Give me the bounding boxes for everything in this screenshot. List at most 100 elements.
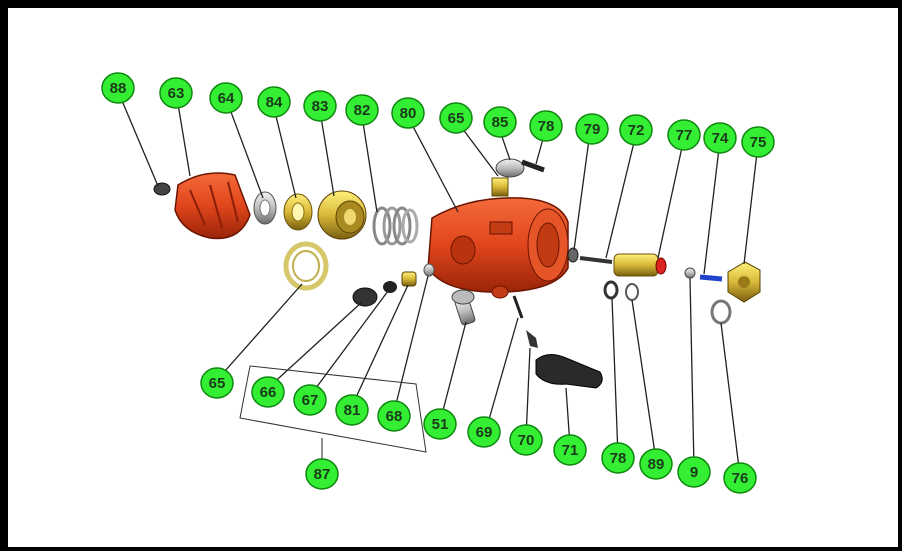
callout-circle bbox=[601, 442, 635, 474]
callout-circle bbox=[439, 102, 473, 134]
callout-9: 9 bbox=[677, 456, 711, 488]
callout-80: 80 bbox=[391, 97, 425, 129]
callout-circle bbox=[159, 77, 193, 109]
callout-number: 70 bbox=[518, 432, 535, 449]
callout-number: 63 bbox=[168, 85, 185, 102]
callout-number: 64 bbox=[218, 90, 235, 107]
part-81-brass-bush bbox=[401, 271, 417, 287]
callout-number: 66 bbox=[260, 384, 277, 401]
callout-number: 85 bbox=[492, 114, 509, 131]
callout-circle bbox=[553, 434, 587, 466]
callout-89: 89 bbox=[639, 448, 673, 480]
callout-circle bbox=[723, 462, 757, 494]
callout-76: 76 bbox=[723, 462, 757, 494]
callout-circle bbox=[200, 367, 234, 399]
callout-circle bbox=[377, 400, 411, 432]
callout-75: 75 bbox=[741, 126, 775, 158]
callout-circle bbox=[391, 97, 425, 129]
part-77-brass-valve bbox=[613, 253, 667, 277]
callout-85: 85 bbox=[483, 106, 517, 138]
part-75-brass-fitting bbox=[727, 261, 761, 303]
callout-number: 88 bbox=[110, 80, 127, 97]
callout-circle bbox=[423, 408, 457, 440]
callout-78: 78 bbox=[601, 442, 635, 474]
callout-number: 74 bbox=[712, 130, 729, 147]
part-67-nut bbox=[383, 281, 397, 293]
callout-circle bbox=[509, 424, 543, 456]
callout-number: 87 bbox=[314, 466, 331, 483]
callout-69: 69 bbox=[467, 416, 501, 448]
callout-number: 72 bbox=[628, 122, 645, 139]
callout-circle bbox=[639, 448, 673, 480]
callout-circle bbox=[209, 82, 243, 114]
callout-circle bbox=[345, 94, 379, 126]
part-69-pin bbox=[512, 295, 524, 319]
callout-67: 67 bbox=[293, 384, 327, 416]
callout-number: 81 bbox=[344, 402, 361, 419]
callout-circle bbox=[303, 90, 337, 122]
callout-number: 80 bbox=[400, 105, 417, 122]
part-84-brass-nut bbox=[283, 193, 313, 231]
callout-77: 77 bbox=[667, 119, 701, 151]
callout-64: 64 bbox=[209, 82, 243, 114]
callout-84: 84 bbox=[257, 86, 291, 118]
callout-70: 70 bbox=[509, 424, 543, 456]
callout-circle bbox=[483, 106, 517, 138]
part-89-o-ring bbox=[625, 283, 639, 301]
callout-83: 83 bbox=[303, 90, 337, 122]
part-70-pin bbox=[526, 330, 538, 348]
kit-87-group-box bbox=[239, 365, 427, 462]
callout-number: 78 bbox=[538, 118, 555, 135]
callout-87: 87 bbox=[305, 458, 339, 490]
callout-circle bbox=[293, 384, 327, 416]
callout-circle bbox=[667, 119, 701, 151]
callout-72: 72 bbox=[619, 114, 653, 146]
callout-51: 51 bbox=[423, 408, 457, 440]
callout-circle bbox=[575, 113, 609, 145]
part-82-spring bbox=[372, 206, 419, 246]
callout-71: 71 bbox=[553, 434, 587, 466]
callout-74: 74 bbox=[703, 122, 737, 154]
part-68-washer bbox=[423, 263, 435, 277]
callout-circle bbox=[335, 394, 369, 426]
part-85-top-valve bbox=[491, 158, 545, 197]
part-71-trigger-lever bbox=[535, 354, 603, 389]
callout-number: 65 bbox=[448, 110, 465, 127]
callout-circle bbox=[529, 110, 563, 142]
part-51-bolt bbox=[451, 289, 476, 326]
part-79-fitting bbox=[567, 247, 579, 263]
part-76-ring bbox=[710, 299, 732, 325]
part-80-main-housing bbox=[427, 197, 569, 299]
callout-number: 65 bbox=[209, 375, 226, 392]
part-83-brass-gear bbox=[317, 190, 367, 240]
callout-circle bbox=[257, 86, 291, 118]
callout-circle bbox=[703, 122, 737, 154]
callout-number: 75 bbox=[750, 134, 767, 151]
callout-number: 69 bbox=[476, 424, 493, 441]
callout-number: 76 bbox=[732, 470, 749, 487]
callout-81: 81 bbox=[335, 394, 369, 426]
callout-number: 51 bbox=[432, 416, 449, 433]
callout-number: 84 bbox=[266, 94, 283, 111]
callout-number: 71 bbox=[562, 442, 579, 459]
part-74-blue-pin bbox=[699, 274, 723, 282]
callout-circle bbox=[251, 376, 285, 408]
callout-number: 89 bbox=[648, 456, 665, 473]
callout-65: 65 bbox=[439, 102, 473, 134]
part-72-pin bbox=[579, 256, 613, 264]
callout-78: 78 bbox=[529, 110, 563, 142]
callout-63: 63 bbox=[159, 77, 193, 109]
callout-number: 78 bbox=[610, 450, 627, 467]
part-63-end-cap bbox=[174, 172, 251, 240]
callout-circle bbox=[619, 114, 653, 146]
callout-number: 83 bbox=[312, 98, 329, 115]
callout-65: 65 bbox=[200, 367, 234, 399]
callout-66: 66 bbox=[251, 376, 285, 408]
part-88-screw bbox=[153, 182, 171, 196]
part-64-washer bbox=[253, 191, 277, 225]
part-9-screw bbox=[684, 267, 696, 279]
callout-88: 88 bbox=[101, 72, 135, 104]
callout-number: 82 bbox=[354, 102, 371, 119]
